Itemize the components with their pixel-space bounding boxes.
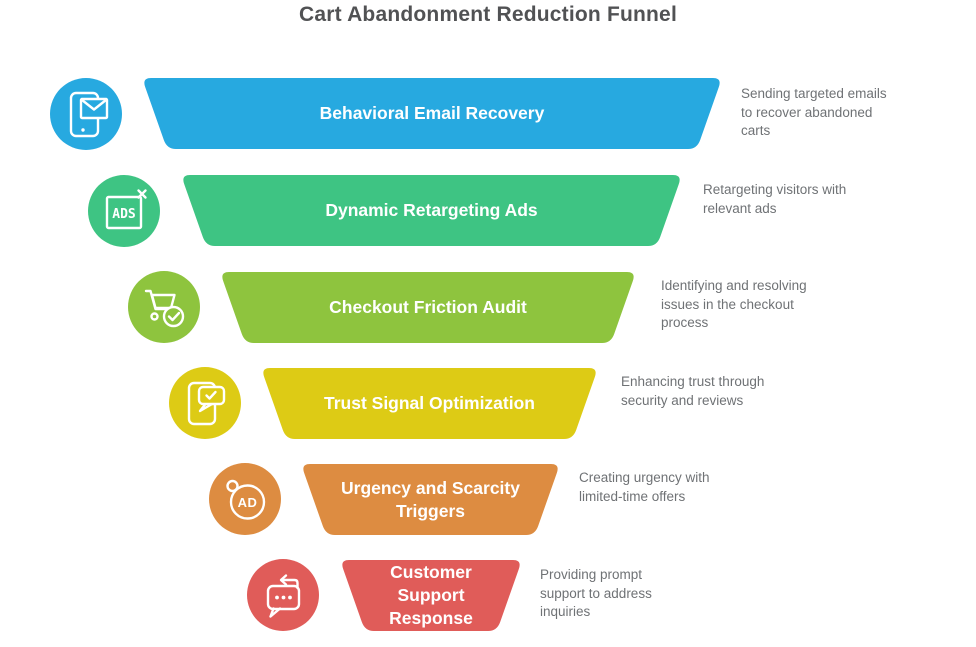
stage-label: Behavioral Email Recovery bbox=[319, 103, 545, 123]
stage-label: Urgency and Scarcity Triggers bbox=[341, 477, 520, 521]
funnel-segment-shape bbox=[222, 272, 634, 343]
stage-description: Enhancing trust through security and rev… bbox=[621, 374, 765, 408]
page-title: Cart Abandonment Reduction Funnel bbox=[299, 3, 677, 26]
funnel-segment-shape bbox=[183, 175, 680, 246]
funnel-segment-shape bbox=[144, 78, 720, 149]
svg-text:ADS: ADS bbox=[112, 207, 136, 222]
funnel-segment-shape bbox=[303, 464, 558, 535]
stage-label: Trust Signal Optimization bbox=[324, 393, 535, 413]
stage-icon-badge bbox=[50, 78, 122, 150]
phone-email-icon bbox=[69, 91, 109, 138]
ads-icon: ADS bbox=[105, 189, 147, 230]
stage-description: Providing prompt support to address inqu… bbox=[540, 567, 652, 619]
stage-description: Retargeting visitors with relevant ads bbox=[703, 182, 847, 216]
funnel-segment-shape bbox=[263, 368, 596, 439]
svg-text:AD: AD bbox=[238, 495, 258, 510]
stage-icon-badge bbox=[247, 559, 319, 631]
ad-timer-icon: AD bbox=[226, 479, 266, 520]
stage-icon-badge: AD bbox=[209, 463, 281, 535]
stage-label: Customer Support Response bbox=[389, 562, 473, 628]
stage-icon-badge: ADS bbox=[88, 175, 160, 247]
chat-reply-icon bbox=[266, 574, 301, 618]
stage-description: Sending targeted emails to recover aband… bbox=[741, 86, 887, 138]
stage-description: Creating urgency with limited-time offer… bbox=[579, 470, 710, 504]
stage-description: Identifying and resolving issues in the … bbox=[661, 278, 807, 330]
funnel-segment-shape bbox=[342, 560, 520, 631]
cart-check-icon bbox=[144, 289, 185, 328]
stage-icon-badge bbox=[128, 271, 200, 343]
phone-review-icon bbox=[187, 381, 226, 426]
stage-icon-badge bbox=[169, 367, 241, 439]
stage-label: Dynamic Retargeting Ads bbox=[325, 200, 538, 220]
stage-label: Checkout Friction Audit bbox=[329, 297, 527, 317]
